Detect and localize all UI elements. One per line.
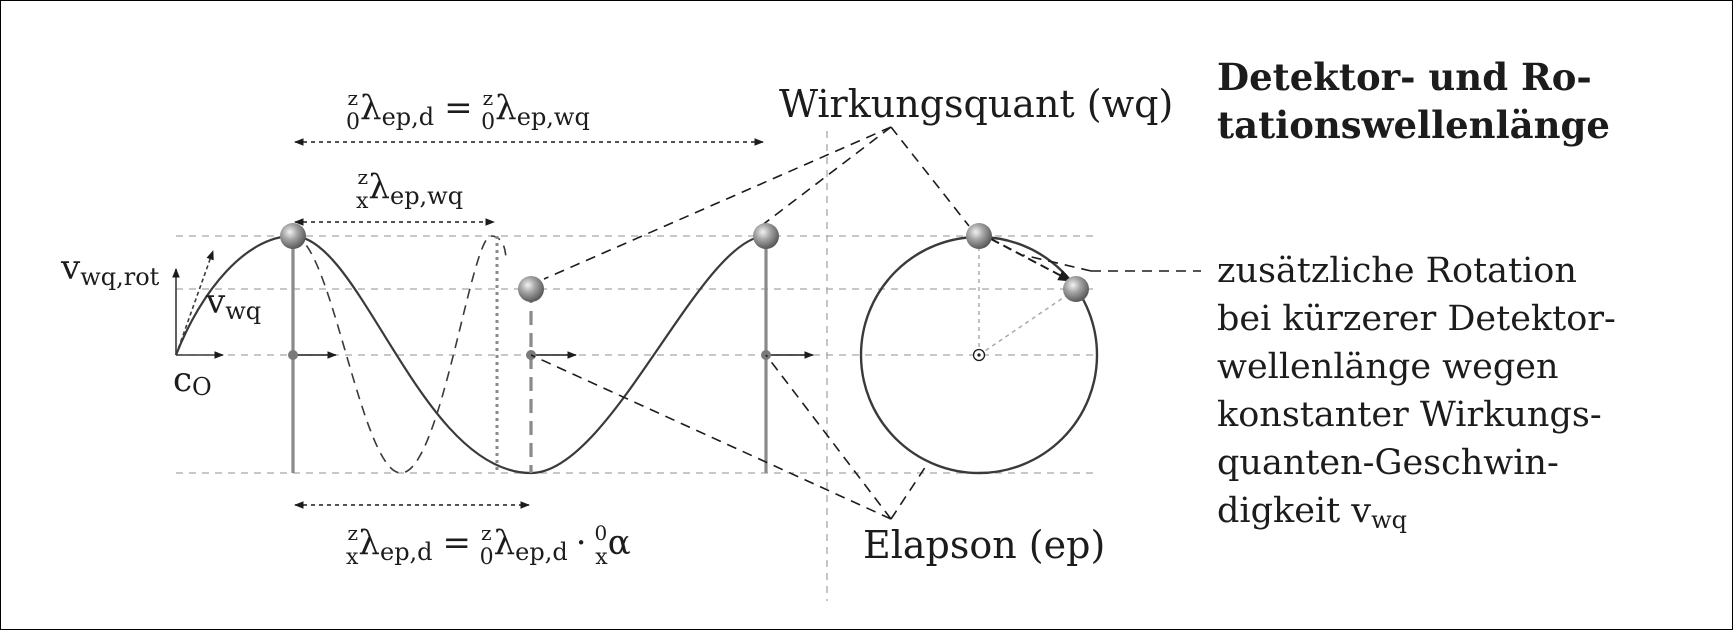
- detector-wave-solid: [174, 234, 767, 475]
- label-wirkungsquant: Wirkungsquant (wq): [779, 82, 1173, 126]
- ball-1: [280, 223, 306, 249]
- rotation-arrow: [990, 238, 1073, 282]
- guide-lines: [176, 131, 1096, 601]
- description-line-5: quanten-Geschwin-: [1217, 443, 1559, 483]
- ball-4: [966, 223, 992, 249]
- description-line-3: wellenlänge wegen: [1217, 347, 1559, 387]
- label-v-wq-rot: vwq,rot: [60, 248, 160, 291]
- dimension-arrows: [294, 138, 764, 509]
- rotation-wave-dashed: [292, 235, 507, 474]
- description-line-1: zusätzliche Rotation: [1217, 251, 1577, 291]
- quantum-balls: [280, 223, 1089, 302]
- description-line-2: bei kürzerer Detektor-: [1217, 299, 1616, 339]
- label-elapson: Elapson (ep): [863, 523, 1105, 567]
- title-line-1: Detektor- und Ro-: [1217, 55, 1592, 99]
- vector-axes: [172, 250, 224, 359]
- ball-2: [518, 276, 544, 302]
- description-block: zusätzliche Rotation bei kürzerer Detekt…: [1217, 251, 1616, 534]
- label-c-o: cO: [173, 360, 212, 401]
- ball-3: [753, 223, 779, 249]
- label-v-wq: vwq: [205, 282, 261, 325]
- description-line-4: konstanter Wirkungs-: [1217, 395, 1602, 435]
- description-line-6: digkeit vwq: [1217, 491, 1407, 534]
- title-line-2: tationswellenlänge: [1217, 103, 1610, 147]
- ball-5: [1063, 276, 1089, 302]
- leader-lines: [530, 126, 1201, 520]
- circle-radii: [978, 236, 1077, 356]
